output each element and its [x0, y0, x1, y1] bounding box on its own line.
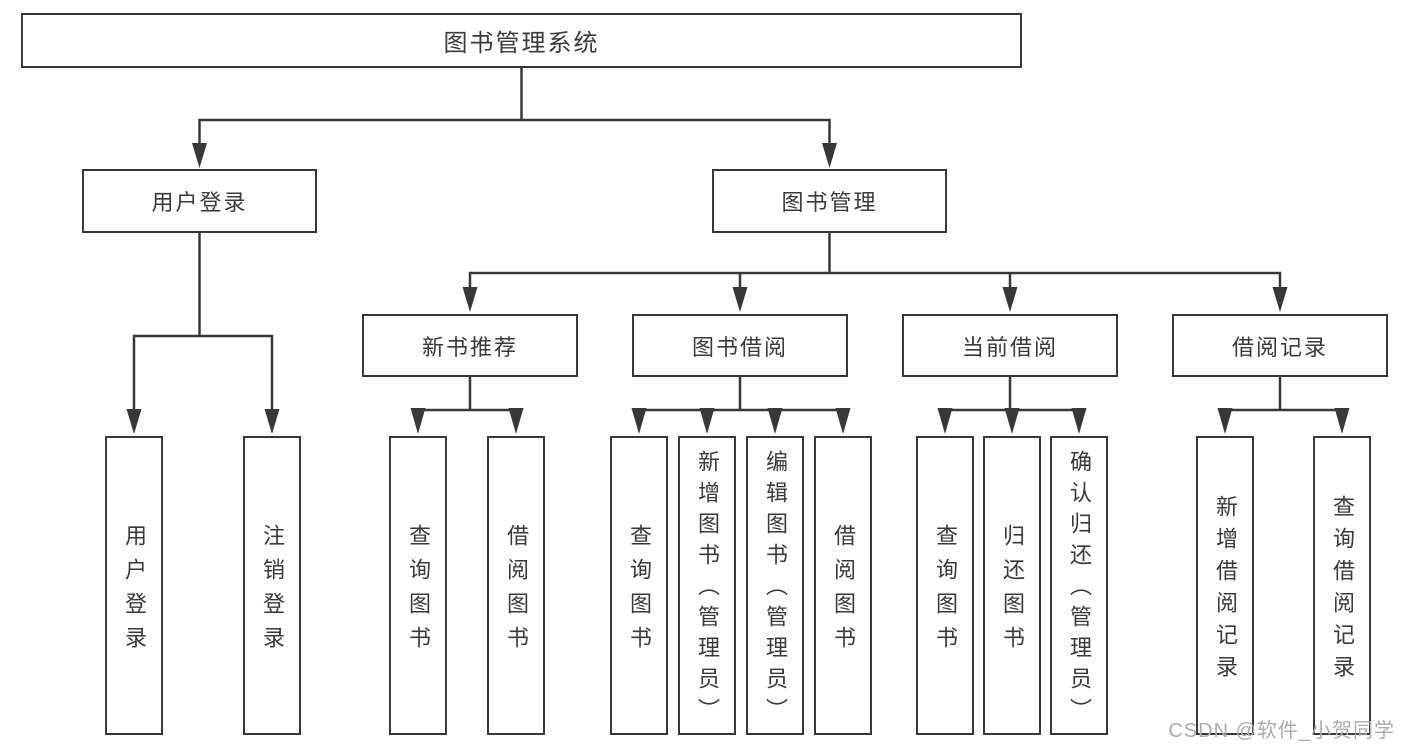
leaf-borrow-books-recommend: 借阅图书: [487, 436, 545, 735]
node-borrowing-records-label: 借阅记录: [1231, 334, 1328, 360]
leaf-confirm-return-admin: 确认归还（管理员）: [1050, 436, 1108, 735]
leaf-return-books-label: 归还图书: [1000, 523, 1025, 660]
node-user-login-label: 用户登录: [151, 190, 248, 215]
leaf-add-book-admin: 新增图书（管理员）: [678, 436, 736, 735]
node-library-system-label: 图书管理系统: [443, 30, 600, 57]
leaf-user-login-label: 用户登录: [122, 523, 147, 660]
node-book-management-label: 图书管理: [781, 190, 878, 215]
node-library-system: 图书管理系统: [21, 13, 1022, 68]
leaf-confirm-return-admin-label: 确认归还（管理员）: [1067, 450, 1092, 729]
leaf-add-book-admin-label: 新增图书（管理员）: [695, 450, 720, 729]
leaf-borrow-books-recommend-label: 借阅图书: [504, 523, 529, 660]
leaf-add-borrow-record-label: 新增借阅记录: [1213, 494, 1238, 687]
leaf-query-books-current-label: 查询图书: [933, 523, 958, 660]
leaf-user-login: 用户登录: [105, 436, 163, 735]
leaf-query-books-borrowing: 查询图书: [610, 436, 668, 735]
leaf-query-books-recommend-label: 查询图书: [406, 523, 431, 660]
leaf-borrow-books-borrowing: 借阅图书: [814, 436, 872, 735]
leaf-query-borrow-record-label: 查询借阅记录: [1330, 494, 1355, 687]
node-user-login: 用户登录: [82, 169, 317, 233]
node-book-borrowing: 图书借阅: [632, 314, 848, 377]
node-borrowing-records: 借阅记录: [1172, 314, 1388, 377]
node-new-book-recommend-label: 新书推荐: [421, 334, 518, 360]
leaf-return-books: 归还图书: [983, 436, 1041, 735]
arrowheads: [126, 143, 1350, 434]
csdn-watermark: CSDN @软件_小贺同学: [1168, 720, 1395, 742]
leaf-logout: 注销登录: [243, 436, 301, 735]
leaf-query-books-recommend: 查询图书: [389, 436, 447, 735]
node-book-management: 图书管理: [712, 169, 947, 233]
leaf-add-borrow-record: 新增借阅记录: [1196, 436, 1254, 735]
leaf-borrow-books-borrowing-label: 借阅图书: [831, 523, 856, 660]
node-book-borrowing-label: 图书借阅: [691, 334, 788, 360]
leaf-query-books-current: 查询图书: [916, 436, 974, 735]
node-current-borrowing-label: 当前借阅: [961, 334, 1058, 360]
connector-user-login-bar: [132, 334, 274, 410]
leaf-logout-label: 注销登录: [260, 523, 285, 660]
connector-level3-bar: [468, 271, 1282, 289]
leaf-edit-book-admin-label: 编辑图书（管理员）: [763, 450, 788, 729]
node-current-borrowing: 当前借阅: [902, 314, 1118, 377]
connector-level2-bar: [198, 118, 831, 145]
leaf-edit-book-admin: 编辑图书（管理员）: [746, 436, 804, 735]
leaf-query-books-borrowing-label: 查询图书: [627, 523, 652, 660]
node-new-book-recommend: 新书推荐: [362, 314, 578, 377]
leaf-query-borrow-record: 查询借阅记录: [1313, 436, 1371, 735]
